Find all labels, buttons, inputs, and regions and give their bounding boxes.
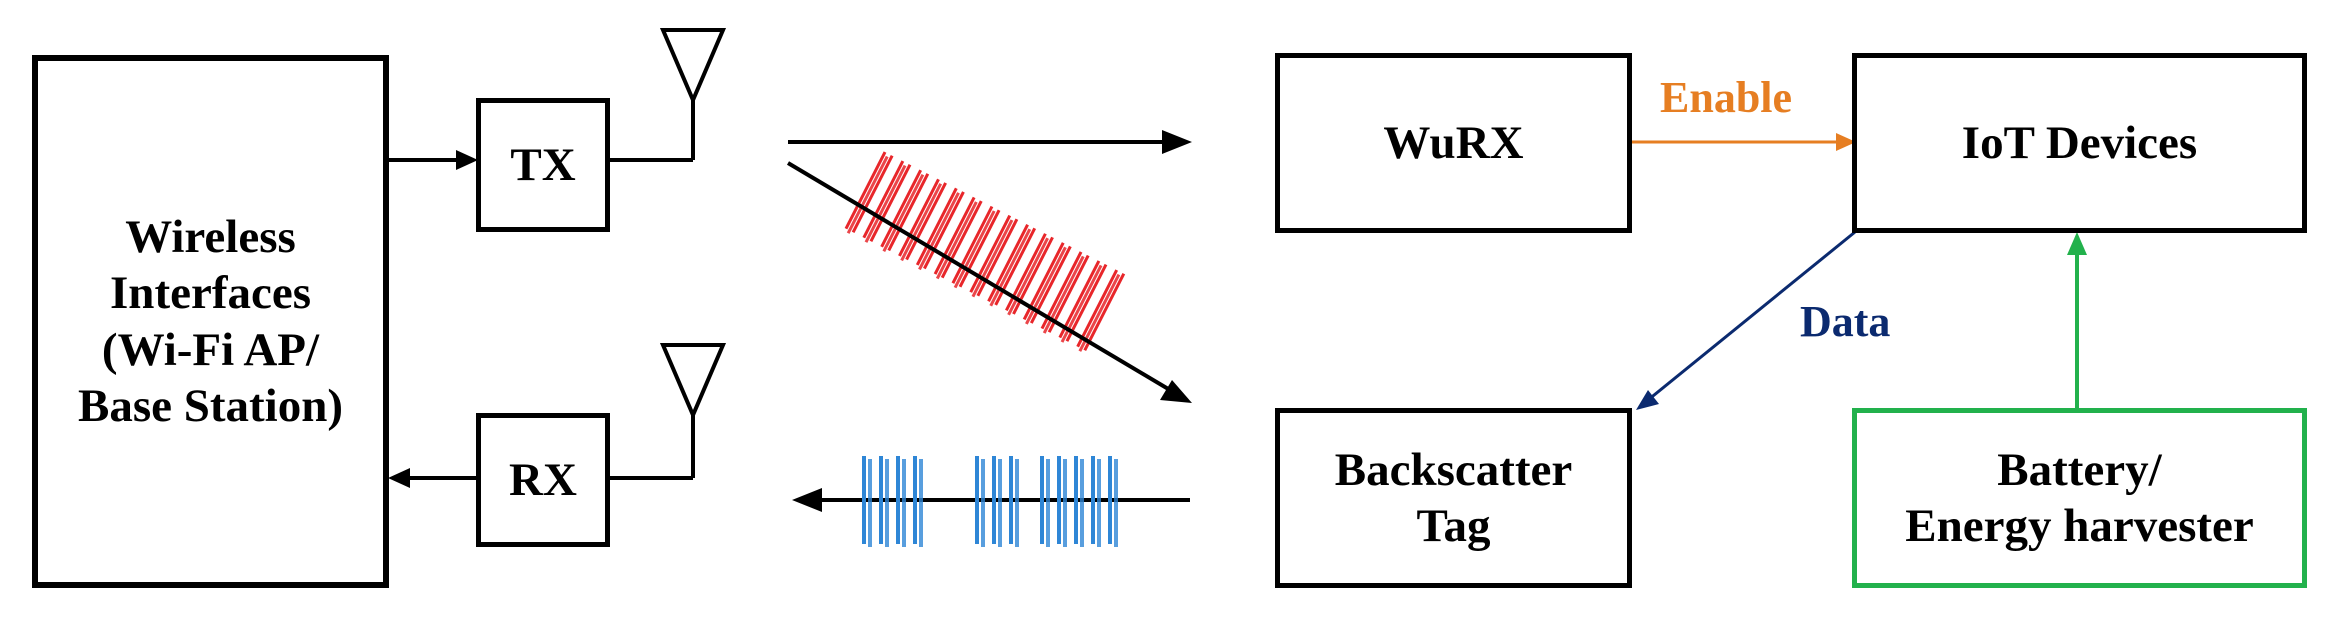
blue-signal-bar xyxy=(981,459,985,547)
blue-signal-bar xyxy=(913,456,917,544)
data-label: Data xyxy=(1800,297,1891,346)
blue-signal-bar xyxy=(879,456,883,544)
wireless-interfaces-box: Wireless Interfaces (Wi-Fi AP/ Base Stat… xyxy=(32,55,389,588)
blue-signal-bar xyxy=(862,456,866,544)
red-signal-bar xyxy=(918,192,960,271)
blue-signal-bar xyxy=(1015,459,1019,547)
blue-signal-bar xyxy=(885,459,889,547)
red-signal-bar xyxy=(969,214,1012,293)
battery-line-2: Energy harvester xyxy=(1905,500,2254,552)
tag-line-2: Tag xyxy=(1416,500,1491,552)
blue-signal-bar xyxy=(1074,456,1078,544)
blue-signal-bar xyxy=(975,456,979,544)
iot-devices-box: IoT Devices xyxy=(1852,53,2307,233)
blue-signal-bar xyxy=(1063,459,1067,547)
red-signal-bar xyxy=(846,155,889,234)
blue-signal-bar xyxy=(1091,456,1095,544)
red-signal-bar xyxy=(994,227,1037,306)
power-arrowhead xyxy=(2067,232,2087,255)
wireless-line-4: Base Station) xyxy=(77,379,344,432)
blue-signal-bar xyxy=(992,456,996,544)
wurx-box: WuRX xyxy=(1275,53,1632,233)
red-signal-bar xyxy=(900,183,943,262)
blue-signal-bar xyxy=(1040,456,1044,544)
red-signal-bar xyxy=(1076,269,1119,348)
enable-label: Enable xyxy=(1660,73,1793,122)
red-signal-bar xyxy=(1042,255,1085,334)
red-signal-bar xyxy=(958,209,1001,288)
wireless-line-2: Interfaces xyxy=(110,267,311,320)
tag-line-1: Backscatter xyxy=(1334,443,1573,496)
red-signal-bar xyxy=(1012,236,1054,315)
red-signal-bar xyxy=(864,164,907,243)
tx-box: TX xyxy=(476,98,610,232)
rx-box: RX xyxy=(476,413,610,547)
blue-signal-bar xyxy=(1080,459,1084,547)
rx-label: RX xyxy=(509,453,577,506)
tx-label: TX xyxy=(510,138,576,191)
red-signal-bar xyxy=(851,154,894,233)
blue-signal-bar xyxy=(868,459,872,547)
blue-signal-bar xyxy=(998,459,1002,547)
backscatter-return-arrowhead xyxy=(792,488,822,512)
backscatter-tag-box: Backscatter Tag xyxy=(1275,408,1632,588)
wakeup-signal-arrowhead xyxy=(1162,130,1192,154)
red-signal-bar xyxy=(1065,263,1108,342)
iot-label: IoT Devices xyxy=(1961,116,2198,169)
red-signal-bar xyxy=(1078,273,1121,352)
red-signal-bar xyxy=(987,223,1029,302)
blue-signal-bar xyxy=(1114,459,1118,547)
red-signal-bar xyxy=(862,160,905,239)
battery-box: Battery/ Energy harvester xyxy=(1852,408,2307,588)
blue-signal-bar xyxy=(1046,459,1050,547)
red-signal-bar xyxy=(882,173,925,252)
red-signal-bar xyxy=(880,169,923,248)
red-signal-bar xyxy=(1047,254,1090,333)
blue-signal-bar xyxy=(1057,456,1061,544)
blue-signal-bar xyxy=(1009,456,1013,544)
red-signal-bar xyxy=(1060,264,1103,343)
blue-signal-bar xyxy=(919,459,923,547)
wireless-line-3: (Wi-Fi AP/ xyxy=(101,323,320,376)
blue-signal-burst xyxy=(862,456,1118,547)
red-signal-bar xyxy=(844,151,887,230)
red-signal-bar xyxy=(1083,273,1126,352)
battery-line-1: Battery/ xyxy=(1997,443,2162,496)
data-arrowhead xyxy=(1636,390,1659,410)
rx-antenna-icon xyxy=(659,343,727,421)
red-signal-bar xyxy=(1040,251,1083,330)
red-signal-bar xyxy=(1058,260,1101,339)
red-signal-bar xyxy=(869,164,912,243)
red-signal-bar xyxy=(887,173,930,252)
data-arrow xyxy=(1647,230,1856,402)
blue-signal-bar xyxy=(902,459,906,547)
wireless-to-tx-arrowhead xyxy=(456,150,478,170)
enable-arrowhead xyxy=(1836,133,1856,151)
red-signal-bar xyxy=(1005,233,1047,312)
excitation-signal-arrow xyxy=(786,161,1172,392)
red-signal-bar xyxy=(1022,242,1065,321)
red-signal-bar xyxy=(976,218,1019,297)
red-signal-bar xyxy=(1029,245,1072,324)
wireless-line-1: Wireless xyxy=(125,210,296,263)
rx-to-wireless-arrowhead xyxy=(388,468,410,488)
wurx-label: WuRX xyxy=(1383,116,1524,169)
red-signal-burst xyxy=(844,151,1126,352)
tx-antenna-icon xyxy=(659,28,727,106)
red-signal-bar xyxy=(1025,246,1067,325)
excitation-signal-arrowhead xyxy=(1160,380,1192,403)
red-signal-bar xyxy=(1007,237,1049,316)
blue-signal-bar xyxy=(1108,456,1112,544)
blue-signal-bar xyxy=(1097,459,1101,547)
red-signal-bar xyxy=(935,201,978,280)
red-signal-bar xyxy=(898,178,940,257)
blue-signal-bar xyxy=(896,456,900,544)
